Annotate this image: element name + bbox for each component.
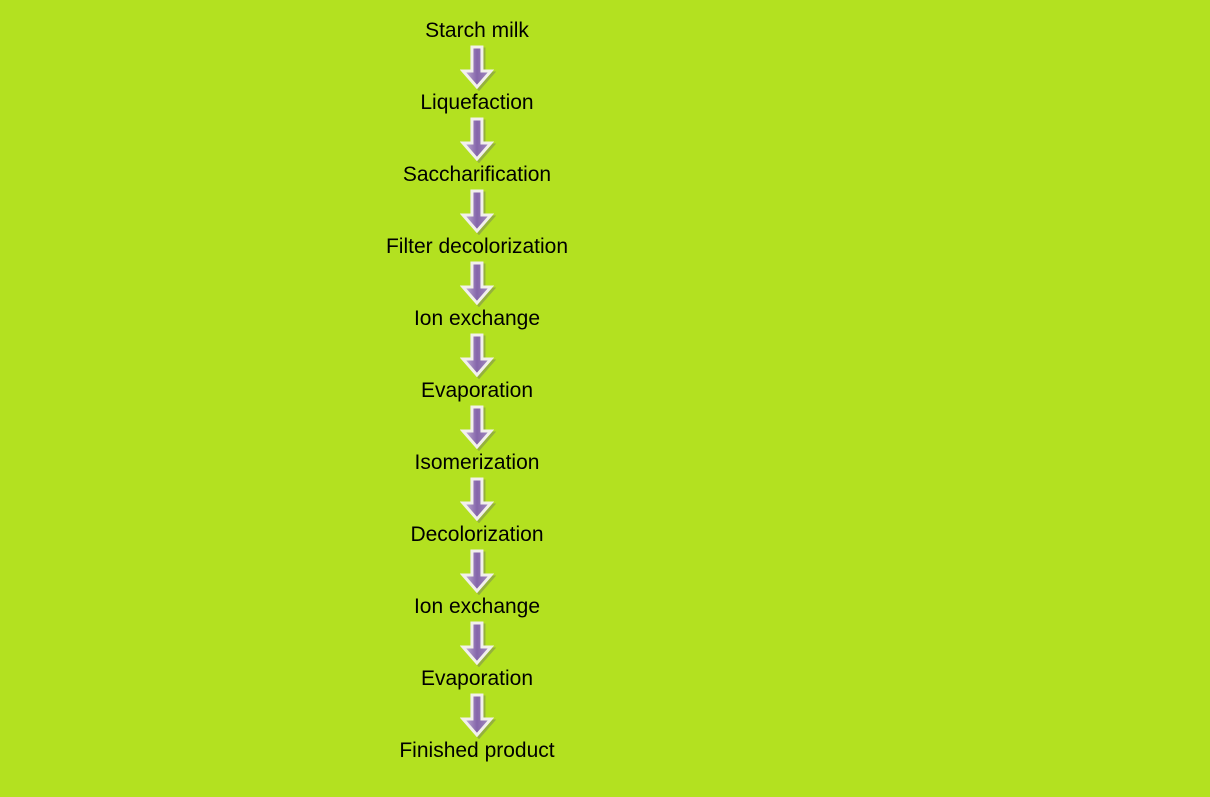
- flow-step-ion-exchange-1: Ion exchange: [413, 307, 541, 330]
- flow-step-decolorization: Decolorization: [410, 523, 544, 546]
- flow-step-liquefaction: Liquefaction: [420, 91, 534, 114]
- down-arrow-icon: [460, 621, 494, 665]
- flow-step-filter-decolorization: Filter decolorization: [385, 235, 569, 258]
- down-arrow-icon: [460, 117, 494, 161]
- flow-step-evaporation-2: Evaporation: [420, 667, 534, 690]
- flow-step-saccharification: Saccharification: [402, 163, 552, 186]
- down-arrow-icon: [460, 477, 494, 521]
- down-arrow-icon: [460, 45, 494, 89]
- down-arrow-icon: [460, 405, 494, 449]
- down-arrow-icon: [460, 693, 494, 737]
- flow-step-evaporation-1: Evaporation: [420, 379, 534, 402]
- down-arrow-icon: [460, 261, 494, 305]
- process-flowchart: Starch milk Liquefaction Saccharificatio…: [386, 19, 568, 763]
- flow-step-starch-milk: Starch milk: [425, 19, 529, 42]
- down-arrow-icon: [460, 189, 494, 233]
- flow-step-finished-product: Finished product: [399, 739, 555, 762]
- down-arrow-icon: [460, 333, 494, 377]
- down-arrow-icon: [460, 549, 494, 593]
- flow-step-isomerization: Isomerization: [414, 451, 540, 474]
- flow-step-ion-exchange-2: Ion exchange: [413, 595, 541, 618]
